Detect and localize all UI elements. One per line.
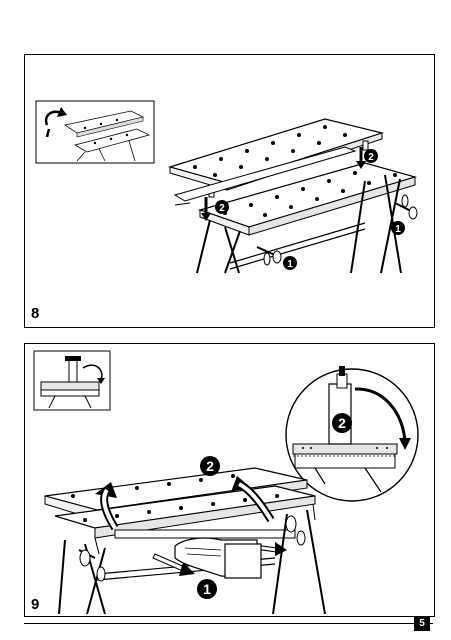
straight-arrow-icon — [356, 147, 366, 169]
numbered-callout-icon: 2 — [364, 149, 378, 163]
workbench-frame — [173, 146, 418, 274]
callout-label: 2 — [219, 203, 225, 214]
vice-handle — [394, 194, 418, 220]
inset-detail-diagram — [33, 350, 111, 411]
numbered-callout-icon: 2 — [200, 456, 220, 476]
footer-rule — [24, 623, 433, 624]
numbered-callout-icon: 2 — [215, 200, 229, 214]
figure-number: 8 — [31, 305, 40, 322]
vice-handle — [285, 515, 306, 546]
straight-arrow-icon — [201, 197, 211, 221]
curved-arrow-icon — [95, 482, 119, 531]
numbered-callout-icon: 2 — [332, 413, 352, 433]
vice-handle — [256, 246, 282, 266]
page-number: 5 — [414, 616, 430, 631]
callout-label: 2 — [368, 152, 374, 163]
numbered-callout-icon: 1 — [197, 579, 217, 599]
callout-label: 1 — [395, 224, 401, 235]
numbered-callout-icon: 1 — [391, 221, 405, 235]
figure-9-panel: 2 2 1 9 — [24, 343, 435, 617]
callout-label: 2 — [206, 458, 214, 474]
figure-8-panel: 2 2 1 1 8 — [24, 54, 435, 328]
figure-8-illustration: 2 2 1 1 — [35, 100, 418, 274]
numbered-callout-icon: 1 — [283, 256, 297, 270]
curved-arrow-icon — [231, 476, 275, 523]
callout-label: 1 — [287, 259, 293, 270]
figure-number: 9 — [31, 596, 40, 613]
vice-handle — [78, 549, 106, 582]
magnified-detail — [285, 366, 419, 502]
workbench-top — [44, 467, 316, 555]
callout-label: 2 — [338, 415, 346, 431]
inset-detail-diagram — [35, 100, 155, 164]
callout-label: 1 — [203, 581, 211, 597]
straight-arrow-icon — [152, 553, 195, 576]
hands-illustration — [174, 537, 262, 579]
figure-9-illustration: 2 2 1 — [33, 350, 419, 615]
